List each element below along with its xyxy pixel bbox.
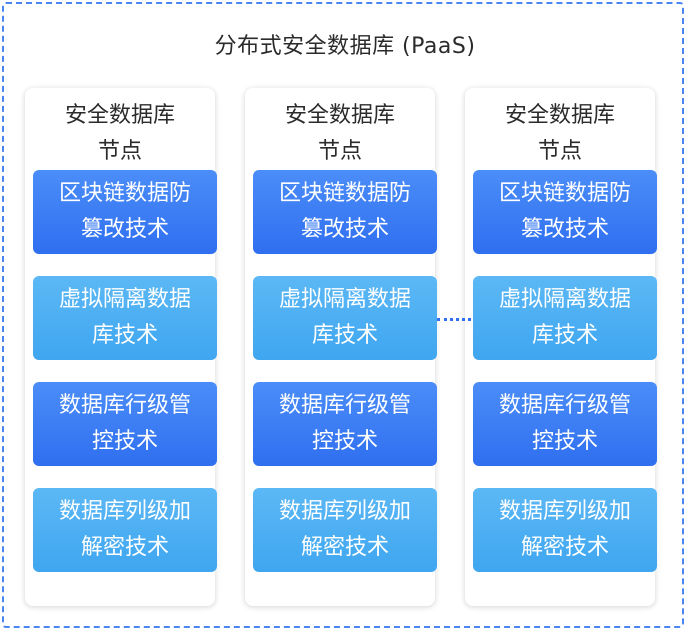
diagram-title: 分布式安全数据库 (PaaS): [214, 34, 476, 59]
dotted-connector: [437, 318, 471, 321]
security-db-node-3: 安全数据库 节点区块链数据防 篡改技术虚拟隔离数据 库技术数据库行级管 控技术数…: [465, 88, 657, 606]
security-db-node-2: 安全数据库 节点区块链数据防 篡改技术虚拟隔离数据 库技术数据库行级管 控技术数…: [245, 88, 437, 606]
tech-box-3: 数据库行级管 控技术: [253, 382, 437, 466]
tech-box-4: 数据库列级加 解密技术: [473, 488, 657, 572]
tech-box-3: 数据库行级管 控技术: [33, 382, 217, 466]
tech-box-2: 虚拟隔离数据 库技术: [33, 276, 217, 360]
tech-box-1: 区块链数据防 篡改技术: [33, 170, 217, 254]
tech-box-1: 区块链数据防 篡改技术: [473, 170, 657, 254]
security-db-node-1: 安全数据库 节点区块链数据防 篡改技术虚拟隔离数据 库技术数据库行级管 控技术数…: [25, 88, 217, 606]
node-title: 安全数据库 节点: [504, 103, 615, 164]
node-title: 安全数据库 节点: [64, 103, 175, 164]
tech-box-2: 虚拟隔离数据 库技术: [473, 276, 657, 360]
node-title: 安全数据库 节点: [284, 103, 395, 164]
tech-box-4: 数据库列级加 解密技术: [33, 488, 217, 572]
tech-box-2: 虚拟隔离数据 库技术: [253, 276, 437, 360]
tech-box-1: 区块链数据防 篡改技术: [253, 170, 437, 254]
tech-box-4: 数据库列级加 解密技术: [253, 488, 437, 572]
tech-box-3: 数据库行级管 控技术: [473, 382, 657, 466]
